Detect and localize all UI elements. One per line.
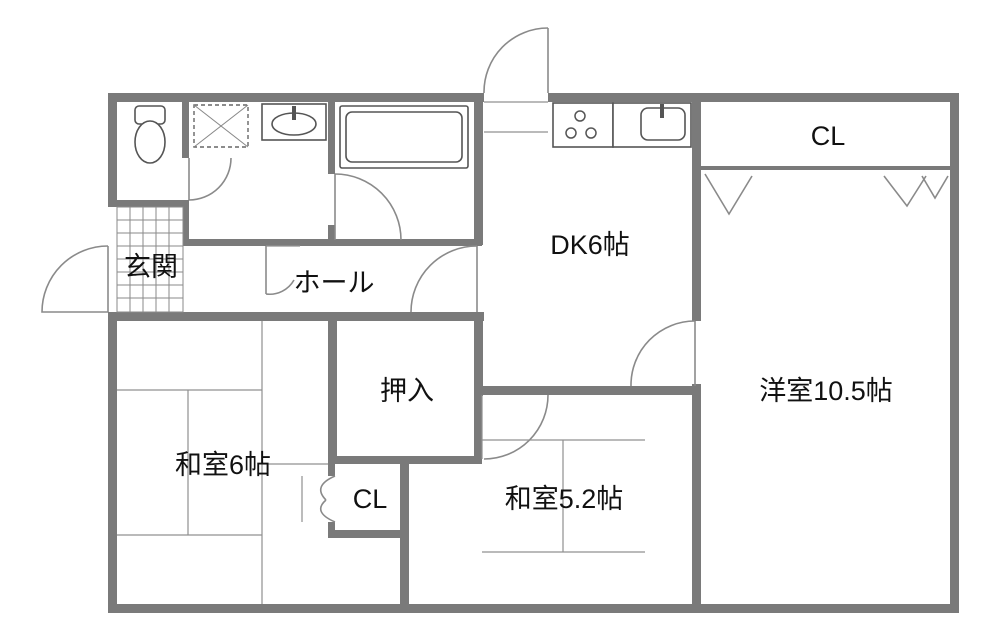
bathtub-icon: [339, 105, 469, 169]
label-cl-small: CL: [353, 484, 388, 514]
washer-pan-icon: [193, 104, 249, 148]
genkan-floor-tiles: [116, 206, 184, 313]
tatami-center: [482, 439, 645, 553]
label-youshitsu: 洋室10.5帖: [759, 376, 893, 406]
doors: [41, 27, 949, 523]
sink-icon: [612, 102, 692, 148]
stove-icon: [552, 102, 614, 148]
label-cl-top: CL: [811, 121, 846, 151]
label-genkan: 玄関: [124, 252, 178, 282]
toilet-icon: [134, 105, 166, 164]
label-washitsu-center: 和室5.2帖: [505, 484, 624, 514]
label-dk: DK6帖: [550, 230, 630, 260]
washbasin-icon: [261, 103, 327, 141]
interior-walls: [108, 93, 950, 613]
label-hall: ホール: [294, 268, 375, 298]
outer-walls: [108, 93, 959, 613]
label-washitsu-left: 和室6帖: [175, 450, 271, 480]
tatami-left: [117, 321, 328, 604]
label-oshiire: 押入: [380, 376, 434, 406]
